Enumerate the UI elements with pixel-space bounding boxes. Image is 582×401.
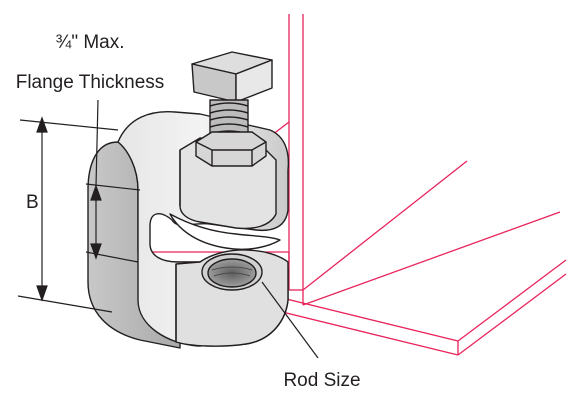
dimension-lines [17,99,319,359]
rod-size-label: Rod Size [283,370,360,391]
set-screw-bolt [191,51,273,167]
flange-max-label: ¾" Max. [55,32,124,53]
flange-thickness-label: Flange Thickness [16,72,165,93]
dimension-b-label: B [26,192,39,213]
